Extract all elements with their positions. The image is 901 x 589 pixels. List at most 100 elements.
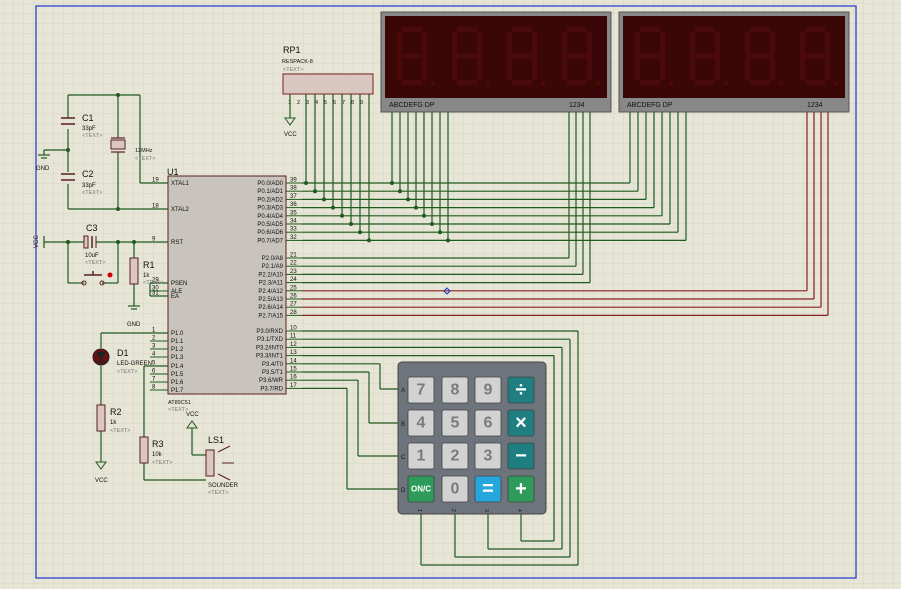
- keypad-key[interactable]: +: [507, 475, 535, 503]
- d1-value: LED-GREEN: [117, 361, 152, 367]
- keypad-key[interactable]: 5: [441, 409, 469, 437]
- sounder-ls1[interactable]: LS1 SOUNDER <TEXT>: [205, 435, 239, 496]
- resistor-r3[interactable]: R3 10k <TEXT>: [139, 436, 172, 466]
- display-1-digit-1-segment: [397, 56, 402, 80]
- mcu-pin-num: 8: [152, 385, 156, 391]
- keypad-key-label: 9: [484, 382, 493, 399]
- display-2-digit-3-segment: [770, 56, 775, 80]
- display-1-digit-4-segment: [562, 32, 567, 56]
- display-1-digit-2-segment: [452, 32, 457, 56]
- rp1-pin-8: 8: [351, 100, 354, 106]
- keypad-key[interactable]: 0: [441, 475, 469, 503]
- mcu-pin-num: 29: [152, 278, 159, 284]
- keypad-key[interactable]: ×: [507, 409, 535, 437]
- resistor-r2[interactable]: R2 1k <TEXT>: [96, 404, 130, 434]
- display-2-digit-2-segment: [695, 27, 715, 32]
- oscillator-circuit: [38, 93, 168, 211]
- r3-text-placeholder: <TEXT>: [152, 460, 172, 466]
- d1-text-placeholder: <TEXT>: [117, 369, 137, 375]
- display-2-digit-label: 1234: [807, 102, 823, 109]
- r2-text-placeholder: <TEXT>: [110, 428, 130, 434]
- mcu-pin-num: 9: [152, 237, 156, 243]
- keypad-key[interactable]: 2: [441, 442, 469, 470]
- reset-pushbutton[interactable]: [81, 271, 113, 286]
- resistor-r1[interactable]: R1 1k <TEXT>: [129, 257, 163, 286]
- display-2-digit-4-segment: [805, 80, 825, 85]
- mcu-u1[interactable]: U1 19XTAL118XTAL29RST29PSEN30ALE31EA1P1.…: [150, 167, 302, 413]
- display-2-digit-3-segment: [750, 53, 770, 59]
- mcu-pin-name: P1.1: [171, 339, 184, 345]
- mcu-pin-num: 16: [290, 375, 297, 381]
- capacitor-c1[interactable]: C1 33pF <TEXT>: [61, 113, 102, 139]
- mcu-pin-num: 24: [290, 277, 297, 283]
- keypad-key[interactable]: 1: [407, 442, 435, 470]
- d1-ref: D1: [117, 348, 129, 358]
- keypad-key-label: ×: [515, 412, 527, 434]
- display-1-digit-label: 1234: [569, 102, 585, 109]
- display-1-digit-3-segment: [532, 56, 537, 80]
- mcu-pin-num: 18: [152, 204, 159, 210]
- keypad-key[interactable]: 3: [474, 442, 502, 470]
- mcu-pin-num: 19: [152, 178, 159, 184]
- keypad-key[interactable]: 6: [474, 409, 502, 437]
- mcu-pin-name: P1.6: [171, 380, 184, 386]
- mcu-pin-name: XTAL1: [171, 181, 190, 187]
- mcu-pin-name: EA: [171, 294, 179, 300]
- seven-seg-display-1[interactable]: ABCDEFG DP 1234: [380, 11, 612, 113]
- display-1-digit-3-segment: [532, 32, 537, 56]
- rp1-text-placeholder: <TEXT>: [283, 67, 303, 73]
- mcu-pin-num: 3: [152, 344, 156, 350]
- keypad-key[interactable]: 7: [407, 376, 435, 404]
- rp1-pin-3: 3: [306, 100, 309, 106]
- display-2-digit-4-segment: [825, 56, 830, 80]
- keypad-key[interactable]: ON/C: [407, 475, 435, 503]
- mcu-pin-num: 30: [152, 286, 159, 292]
- c3-value: 10uF: [85, 253, 99, 259]
- r1-value: 1k: [143, 273, 150, 279]
- display-1-digit-2-segment: [457, 80, 477, 85]
- mcu-pin-name: P2.5/A13: [258, 297, 283, 303]
- crystal-x1[interactable]: 12MHz <TEXT>: [110, 137, 155, 162]
- mcu-pin-name: P2.4/A12: [258, 289, 283, 295]
- mcu-pin-name: P1.0: [171, 331, 184, 337]
- mcu-pin-num: 5: [152, 361, 156, 367]
- mcu-ref: U1: [167, 167, 179, 177]
- rp1-pin-5: 5: [324, 100, 327, 106]
- display-1-digit-2-segment: [457, 53, 477, 59]
- x1-value: 12MHz: [135, 148, 153, 154]
- mcu-pin-name: P2.3/A11: [259, 281, 284, 287]
- keypad-key[interactable]: =: [474, 475, 502, 503]
- mcu-pin-name: P2.6/A14: [258, 305, 283, 311]
- led-d1[interactable]: D1 LED-GREEN <TEXT>: [92, 348, 152, 375]
- seven-seg-display-2[interactable]: ABCDEFG DP 1234: [618, 11, 850, 113]
- display-2-digit-3-segment: [750, 80, 770, 85]
- display-2-digit-2-dp: [724, 81, 728, 85]
- c2-ref: C2: [82, 169, 94, 179]
- ls1-value: SOUNDER: [208, 483, 239, 489]
- rp1-vcc-label: VCC: [284, 132, 297, 138]
- display-2-digit-3-segment: [770, 32, 775, 56]
- display-1-digit-3-segment: [512, 80, 532, 85]
- capacitor-c2[interactable]: C2 33pF <TEXT>: [61, 169, 102, 196]
- display-2-digit-2-segment: [690, 32, 695, 56]
- display-1-digit-4-segment: [567, 27, 587, 32]
- keypad-key[interactable]: 8: [441, 376, 469, 404]
- capacitor-c3[interactable]: C3 10uF <TEXT>: [83, 223, 105, 266]
- keypad-col-label: 1: [416, 509, 422, 512]
- mcu-pin-num: 35: [290, 210, 297, 216]
- display-1-digit-2-segment: [477, 32, 482, 56]
- keypad-key[interactable]: ÷: [507, 376, 535, 404]
- keypad-key[interactable]: −: [507, 442, 535, 470]
- display-2-digit-4-segment: [805, 53, 825, 59]
- gnd-label-2: GND: [127, 322, 141, 328]
- keypad-key[interactable]: 9: [474, 376, 502, 404]
- c1-ref: C1: [82, 113, 94, 123]
- keypad-key-label: 7: [417, 382, 426, 399]
- mcu-pin-num: 32: [290, 235, 297, 241]
- keypad-key[interactable]: 4: [407, 409, 435, 437]
- display-2-digit-3-dp: [779, 81, 783, 85]
- display-1-digit-2-segment: [457, 27, 477, 32]
- rp1-pin-6: 6: [333, 100, 336, 106]
